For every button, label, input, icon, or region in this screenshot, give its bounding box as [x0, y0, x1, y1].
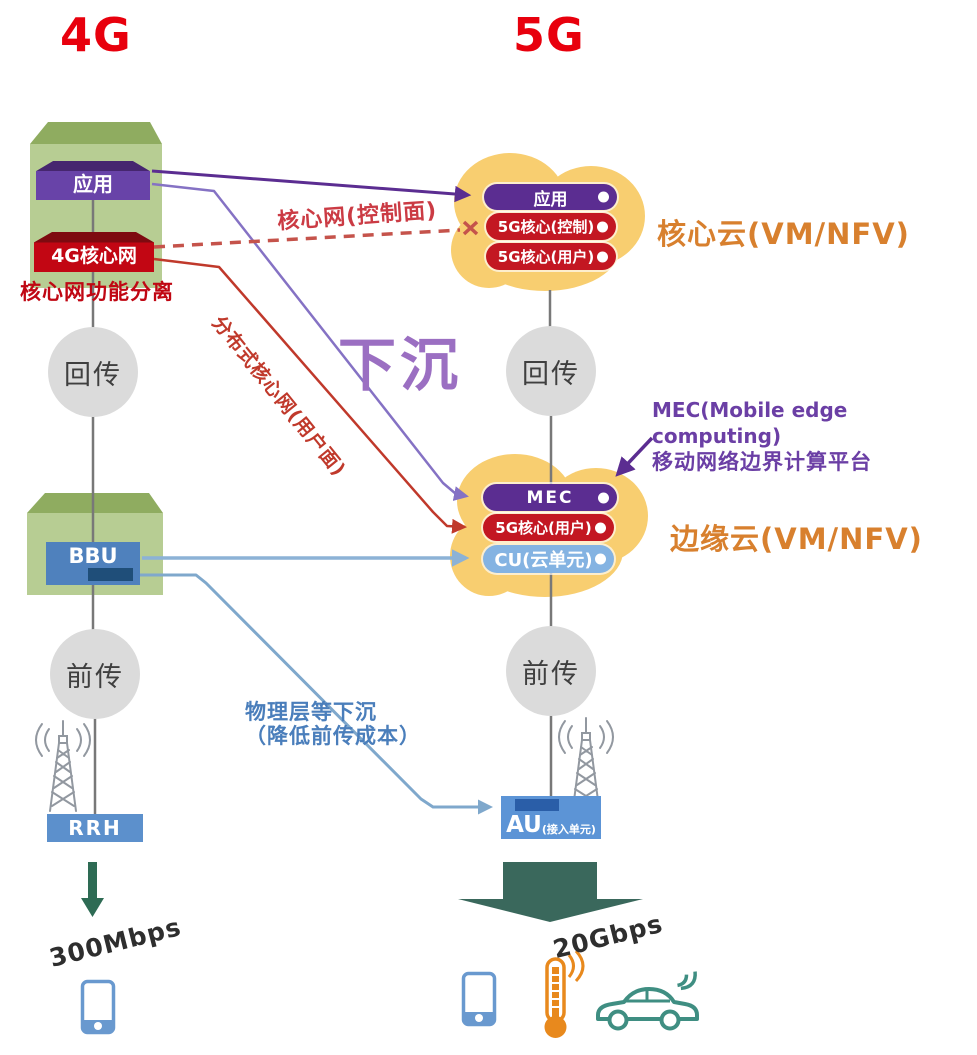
down-arrow-4g [81, 862, 104, 917]
core-banner-4g: 4G核心网 [34, 232, 154, 272]
core-control-label: 5G核心(控制) [497, 218, 595, 236]
bbu-box: BBU [46, 542, 140, 585]
backhaul-node-4g: 回传 [48, 327, 138, 417]
radio-tower-icon-5g [558, 717, 614, 809]
mec-pill: MEC [483, 484, 617, 511]
cu-pill: CU(云单元) [483, 545, 614, 573]
down-arrow-5g [458, 862, 643, 922]
vertical-connectors [91, 197, 553, 816]
vm-dot-icon [598, 492, 609, 503]
bbu-label: BBU [68, 544, 118, 568]
core-cloud-label: 核心云(VM/NFV) [657, 217, 910, 251]
mec-annotation-zh: 移动网络边界计算平台 [652, 450, 872, 474]
fronthaul-node-4g: 前传 [50, 629, 140, 719]
au-module-bar [515, 799, 559, 811]
au-sublabel: (接入单元) [541, 823, 596, 836]
vm-dot-icon [598, 191, 609, 203]
app-move-arrow [151, 169, 472, 203]
iot-thermometer-icon [544, 949, 585, 1038]
phy-sink-to-au-line [134, 573, 493, 815]
phy-sink-line1: 物理层等下沉 [245, 700, 377, 724]
mec-annotation-en: MEC(Mobile edge computing) [652, 398, 848, 448]
control-plane-dashed-line [153, 228, 461, 249]
fronthaul-node-5g: 前传 [506, 626, 596, 716]
edge-cloud-label: 边缘云(VM/NFV) [670, 522, 923, 556]
app-pill-5g: 应用 [484, 184, 617, 210]
app-pill-label: 应用 [533, 189, 568, 210]
title-5g: 5G [513, 8, 585, 62]
control-plane-x-marker [462, 220, 479, 236]
phy-sink-annotation: 物理层等下沉 （降低前传成本） [245, 700, 421, 748]
bbu-module-bar [88, 568, 133, 581]
title-4g: 4G [60, 8, 132, 62]
au-box: AU (接入单元) [501, 796, 601, 839]
radio-tower-icon-4g [35, 720, 91, 812]
user-plane-sink-line [153, 257, 467, 534]
vm-dot-icon [597, 221, 608, 232]
core-user-label-edge: 5G核心(用户) [495, 519, 592, 537]
app-sink-to-mec-line [151, 182, 469, 502]
rrh-box: RRH [47, 814, 143, 842]
vm-dot-icon [597, 251, 608, 262]
mec-pill-label: MEC [526, 487, 574, 508]
mec-annotation: MEC(Mobile edge computing) 移动网络边界计算平台 [652, 397, 977, 476]
phy-sink-line2: （降低前传成本） [245, 724, 421, 749]
backhaul-node-5g: 回传 [506, 326, 596, 416]
core-user-label-top: 5G核心(用户) [497, 248, 595, 266]
mec-pointer-arrow [615, 436, 654, 477]
core-user-pill-top: 5G核心(用户) [486, 243, 616, 270]
cu-pill-label: CU(云单元) [494, 550, 593, 571]
core-separation-note: 核心网功能分离 [20, 280, 174, 304]
core-user-pill-edge: 5G核心(用户) [483, 514, 614, 541]
core-control-pill: 5G核心(控制) [486, 213, 616, 240]
smartphone-icon-4g [80, 979, 116, 1035]
sink-label: 下沉 [338, 331, 463, 399]
connected-car-icon [596, 971, 699, 1031]
app-banner-4g: 应用 [36, 161, 150, 200]
smartphone-icon-5g [461, 971, 497, 1027]
vm-dot-icon [595, 553, 606, 565]
au-label: AU [506, 812, 542, 838]
vm-dot-icon [595, 522, 606, 533]
